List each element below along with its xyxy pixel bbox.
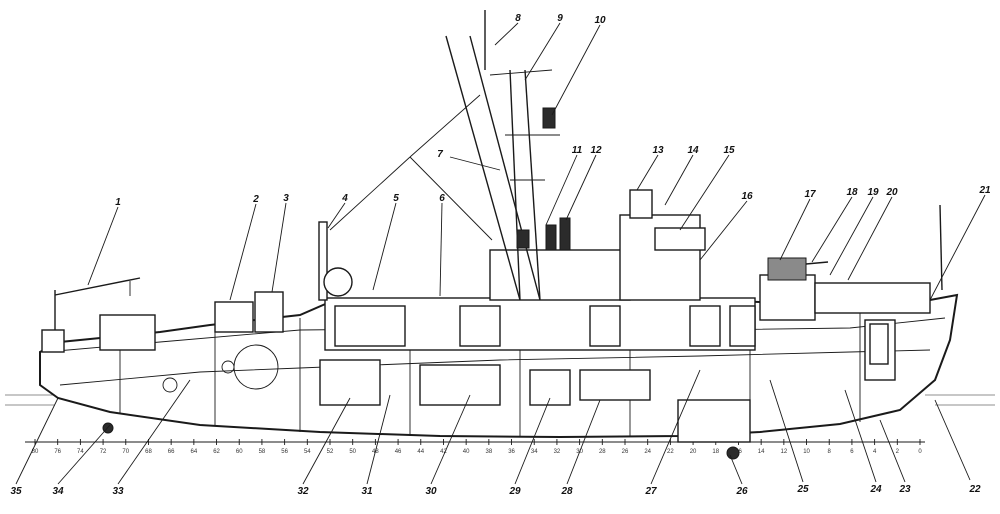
frame-number: 28 — [599, 449, 606, 455]
frame-number: 36 — [508, 449, 515, 455]
callout-22: 22 — [968, 484, 981, 495]
callout-23: 23 — [898, 484, 911, 495]
callout-27: 27 — [644, 486, 657, 497]
frame-number: 40 — [463, 449, 470, 455]
callout-5: 5 — [393, 193, 399, 204]
frame-number: 2 — [896, 449, 900, 455]
callout-2: 2 — [252, 194, 259, 205]
callout-13: 13 — [652, 145, 664, 156]
frame-number: 10 — [803, 449, 810, 455]
callout-4: 4 — [341, 193, 348, 204]
frame-number: 6 — [850, 449, 854, 455]
machinery — [162, 323, 889, 406]
frame-number: 52 — [327, 449, 334, 455]
frame-number: 12 — [781, 449, 788, 455]
callout-26: 26 — [735, 486, 748, 497]
callout-7: 7 — [437, 149, 443, 160]
callout-25: 25 — [796, 484, 809, 495]
frame-number: 70 — [122, 449, 129, 455]
exhaust-stack — [318, 221, 353, 301]
frame-number: 26 — [622, 449, 629, 455]
frame-number: 68 — [145, 449, 152, 455]
frame-number: 8 — [828, 449, 832, 455]
callout-19: 19 — [867, 187, 879, 198]
callout-31: 31 — [361, 486, 373, 497]
callout-35: 35 — [10, 486, 22, 497]
callout-30: 30 — [425, 486, 437, 497]
callout-1: 1 — [115, 197, 121, 208]
callout-15: 15 — [723, 145, 735, 156]
frame-number: 76 — [54, 449, 61, 455]
callout-11: 11 — [572, 145, 583, 156]
callout-28: 28 — [560, 486, 573, 497]
frame-number: 46 — [395, 449, 402, 455]
frame-number: 72 — [100, 449, 107, 455]
frame-number: 44 — [417, 449, 424, 455]
callout-14: 14 — [687, 145, 699, 156]
frame-number: 58 — [259, 449, 266, 455]
frame-number: 64 — [191, 449, 198, 455]
propeller — [102, 399, 751, 460]
frame-number: 62 — [213, 449, 220, 455]
callout-10: 10 — [594, 15, 606, 26]
callout-34: 34 — [52, 486, 64, 497]
callout-18: 18 — [846, 187, 858, 198]
frame-number: 24 — [644, 449, 651, 455]
frame-number: 74 — [77, 449, 84, 455]
frame-number: 14 — [758, 449, 765, 455]
bow-mast — [939, 204, 943, 291]
callout-3: 3 — [283, 193, 289, 204]
callout-24: 24 — [869, 484, 882, 495]
frame-number: 66 — [168, 449, 175, 455]
frame-number: 0 — [918, 449, 922, 455]
frame-number: 18 — [712, 449, 719, 455]
callout-20: 20 — [885, 187, 898, 198]
frame-number: 50 — [349, 449, 356, 455]
frame-number: 54 — [304, 449, 311, 455]
callout-9: 9 — [557, 13, 563, 24]
callout-8: 8 — [515, 13, 521, 24]
frame-number: 22 — [667, 449, 674, 455]
frame-number: 20 — [690, 449, 697, 455]
callout-21: 21 — [978, 185, 991, 196]
frame-number: 42 — [440, 449, 447, 455]
waterline — [5, 394, 995, 406]
leader-lines — [15, 22, 986, 485]
callout-17: 17 — [804, 189, 816, 200]
stern-crane — [41, 277, 141, 353]
callout-16: 16 — [741, 191, 753, 202]
frame-number: 60 — [236, 449, 243, 455]
frame-number: 80 — [32, 449, 39, 455]
callout-12: 12 — [590, 145, 602, 156]
frame-number: 32 — [554, 449, 561, 455]
gun-turret — [767, 257, 829, 281]
callout-33: 33 — [112, 486, 124, 497]
frame-number: 56 — [281, 449, 288, 455]
frame-number: 38 — [486, 449, 493, 455]
callout-6: 6 — [439, 193, 445, 204]
frame-number: 4 — [873, 449, 877, 455]
callout-32: 32 — [297, 486, 309, 497]
callout-29: 29 — [508, 486, 521, 497]
frame-number: 34 — [531, 449, 538, 455]
mast — [329, 10, 571, 301]
